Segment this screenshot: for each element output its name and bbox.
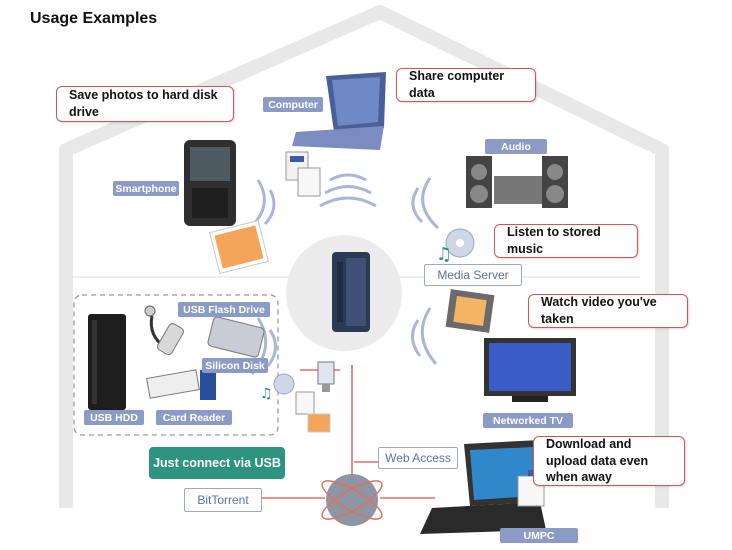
audio-label: Audio (485, 139, 547, 154)
silicon-disk-device (207, 316, 265, 358)
callout-download-upload: Download and upload data even when away (533, 436, 685, 486)
router-icon (332, 252, 370, 332)
photo-icon (307, 413, 331, 433)
music-disc-icon: ♫ (436, 228, 475, 265)
networked-tv-label: Networked TV (483, 413, 573, 428)
smartphone-label: Smartphone (113, 181, 179, 196)
usb-connector-icon (317, 361, 335, 392)
usb-hdd-device (88, 314, 126, 410)
callout-watch-video: Watch video you've taken (528, 294, 688, 328)
photo-icon (209, 219, 269, 275)
usb-flash-drive-device (144, 305, 184, 356)
music-disc-icon: ♫ (260, 373, 295, 402)
network-lines (260, 365, 435, 499)
web-access-label: Web Access (378, 447, 458, 469)
callout-just-connect-usb: Just connect via USB (149, 447, 285, 479)
document-icon (295, 391, 315, 415)
svg-text:♫: ♫ (260, 386, 273, 402)
card-reader-device (146, 369, 216, 400)
wifi-waves (248, 173, 440, 375)
bittorrent-label: BitTorrent (184, 488, 262, 512)
silicon-disk-label: Silicon Disk (202, 358, 268, 373)
networked-tv (484, 338, 576, 402)
house-outline (59, 5, 669, 508)
usb-devices-box (73, 294, 279, 436)
globe-icon (321, 474, 383, 526)
callout-listen-music: Listen to stored music (494, 224, 638, 258)
audio-system (466, 156, 568, 208)
usb-flash-drive-label: USB Flash Drive (178, 302, 270, 317)
computer-laptop (292, 72, 386, 150)
callout-save-photos: Save photos to hard disk drive (56, 86, 234, 122)
computer-label: Computer (263, 97, 323, 112)
smartphone-device (184, 140, 236, 226)
svg-text:♫: ♫ (436, 244, 452, 265)
callout-share-computer: Share computer data (396, 68, 536, 102)
media-server-label: Media Server (424, 264, 522, 286)
card-reader-label: Card Reader (156, 410, 232, 425)
umpc-label: UMPC (500, 528, 578, 543)
page-title: Usage Examples (30, 10, 158, 27)
video-film-icon (445, 289, 495, 333)
document-icon (285, 151, 321, 197)
usb-hdd-label: USB HDD (84, 410, 144, 425)
